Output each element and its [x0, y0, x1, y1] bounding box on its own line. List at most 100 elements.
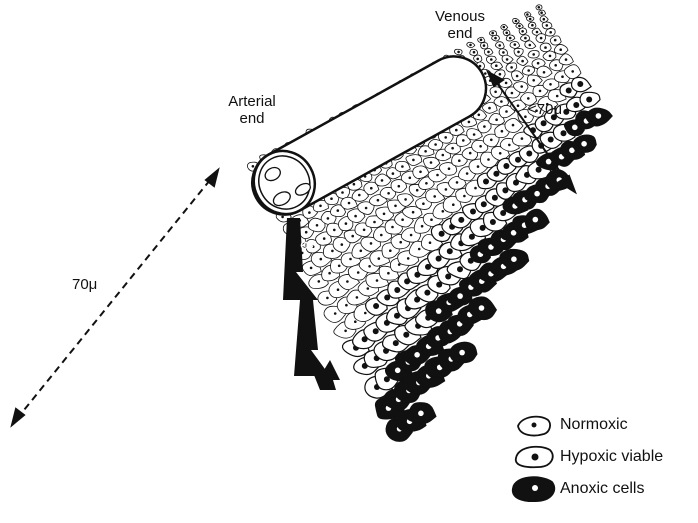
cell-nucleus: [430, 161, 433, 164]
legend-anoxic-label: Anoxic cells: [560, 480, 644, 498]
cell-nucleus: [373, 221, 376, 224]
cell-nucleus: [442, 210, 445, 213]
cell-nucleus: [511, 92, 514, 95]
cell-nucleus: [469, 152, 472, 155]
cell-nucleus: [387, 192, 390, 195]
cell-nucleus: [470, 209, 476, 215]
cell-nucleus: [389, 249, 392, 252]
cell-nucleus: [469, 44, 472, 47]
cell-nucleus: [357, 271, 360, 274]
cell-nucleus: [421, 225, 424, 228]
cell-nucleus: [436, 256, 442, 262]
cell-nucleus: [326, 297, 329, 300]
cell-nucleus: [518, 25, 521, 28]
cell-nucleus: [376, 279, 379, 282]
cell-nucleus: [401, 165, 404, 168]
cell-nucleus: [316, 224, 319, 227]
cell-nucleus: [526, 151, 532, 157]
cell-nucleus: [521, 60, 524, 63]
cell-nucleus: [346, 280, 349, 283]
cell-nucleus: [439, 231, 445, 237]
cell-nucleus: [399, 241, 402, 244]
cell-nucleus: [506, 58, 509, 61]
cell-nucleus: [538, 6, 541, 9]
cell-nucleus: [490, 139, 493, 142]
cell-nucleus: [512, 124, 515, 127]
cell-nucleus: [554, 64, 557, 67]
cell-nucleus: [330, 197, 333, 200]
cell-nucleus: [533, 217, 539, 223]
cell-nucleus: [433, 195, 436, 198]
cell-nucleus: [509, 37, 512, 40]
cell-nucleus: [414, 352, 420, 358]
cell-nucleus: [541, 120, 547, 126]
cell-nucleus: [331, 250, 334, 253]
cell-nucleus: [543, 18, 546, 21]
cell-nucleus: [457, 266, 463, 272]
cell-nucleus: [521, 137, 524, 140]
cell-nucleus: [549, 31, 552, 34]
cell-nucleus: [447, 248, 453, 254]
cell-nucleus: [476, 58, 479, 61]
cell-nucleus: [418, 411, 424, 417]
cell-nucleus: [484, 72, 487, 75]
cell-nucleus: [354, 215, 357, 218]
vessel-distance-label: <70μ: [528, 101, 588, 118]
cell-nucleus: [410, 234, 413, 237]
cell-nucleus: [367, 287, 370, 290]
cell-nucleus: [458, 217, 464, 223]
cell-nucleus: [487, 158, 490, 161]
cell-nucleus: [505, 110, 508, 113]
cell-nucleus: [515, 20, 518, 23]
cell-nucleus: [354, 320, 357, 323]
cell-nucleus: [392, 172, 395, 175]
cell-nucleus: [529, 18, 532, 21]
cell-nucleus: [378, 257, 381, 260]
cell-nucleus: [370, 242, 373, 245]
cell-nucleus: [455, 129, 458, 132]
cell-nucleus: [360, 250, 363, 253]
cell-nucleus: [466, 172, 469, 175]
cell-nucleus: [524, 115, 527, 118]
cell-nucleus: [483, 179, 489, 185]
cell-nucleus: [536, 167, 542, 173]
cell-nucleus: [370, 187, 373, 190]
cell-nucleus: [368, 265, 371, 268]
tissue-depth-label: 70μ: [72, 276, 122, 293]
cell-nucleus: [341, 243, 344, 246]
cell-nucleus: [424, 150, 427, 153]
cell-nucleus: [391, 226, 394, 229]
cell-nucleus: [488, 107, 491, 110]
cell-nucleus: [458, 159, 461, 162]
cell-nucleus: [505, 82, 508, 85]
cell-nucleus: [559, 48, 562, 51]
cell-nucleus: [430, 218, 433, 221]
cell-nucleus: [337, 288, 340, 291]
cell-nucleus: [543, 71, 546, 74]
cell-nucleus: [494, 91, 497, 94]
cell-nucleus: [373, 328, 379, 334]
cell-nucleus: [337, 209, 340, 212]
cell-nucleus: [327, 217, 330, 220]
cell-nucleus: [341, 191, 344, 194]
cell-nucleus: [473, 133, 476, 136]
cell-nucleus: [479, 305, 485, 311]
cell-nucleus: [281, 216, 284, 219]
cell-nucleus: [452, 203, 455, 206]
arterial-end-label: Arterial end: [212, 93, 292, 127]
cell-nucleus: [549, 83, 552, 86]
cell-nucleus: [422, 202, 425, 205]
cell-nucleus: [393, 340, 399, 346]
cell-nucleus: [565, 58, 568, 61]
cell-nucleus: [398, 185, 401, 188]
cell-nucleus: [401, 218, 404, 221]
cell-nucleus: [481, 201, 487, 207]
cell-nucleus: [456, 181, 459, 184]
cell-nucleus: [434, 143, 437, 146]
cell-nucleus: [501, 130, 504, 133]
cell-nucleus: [556, 95, 559, 98]
cell-nucleus: [394, 205, 397, 208]
cell-nucleus: [407, 257, 410, 260]
cell-nucleus: [320, 258, 323, 261]
